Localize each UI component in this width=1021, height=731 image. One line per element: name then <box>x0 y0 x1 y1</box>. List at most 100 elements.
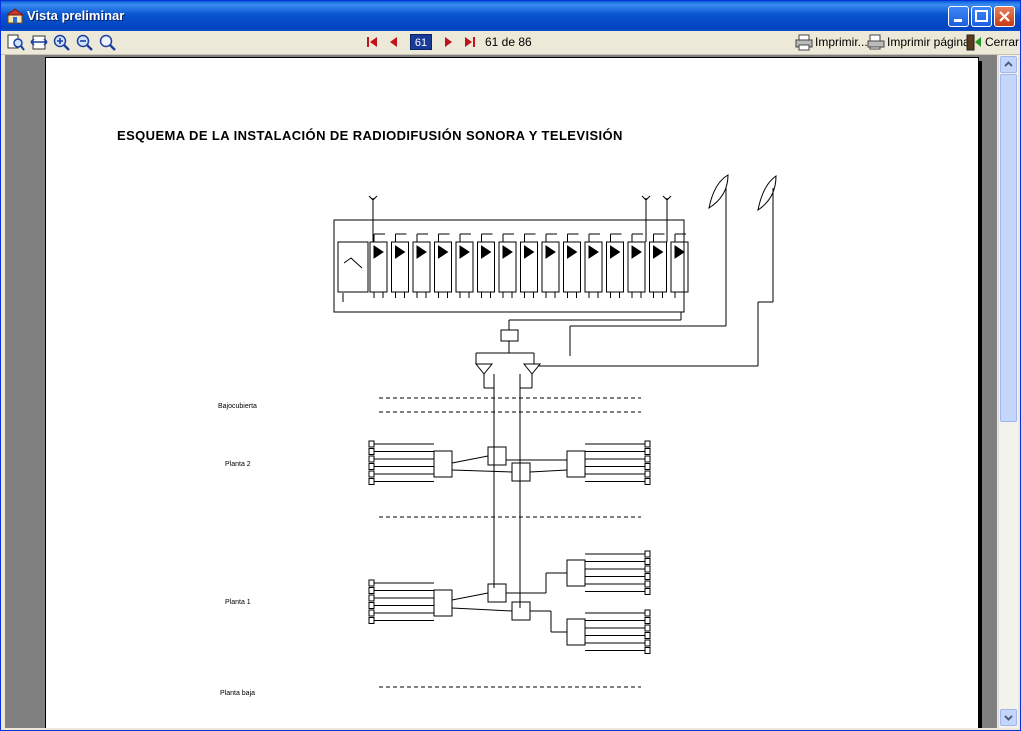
minimize-icon <box>954 19 962 22</box>
outlet <box>368 609 375 617</box>
outlet <box>644 463 651 470</box>
outlet <box>368 448 375 455</box>
distributor-p2-left <box>433 450 453 478</box>
outlet <box>644 647 651 654</box>
preview-app-icon <box>7 8 23 24</box>
distributor-p1-right-lower <box>566 618 586 646</box>
outlet <box>368 440 375 448</box>
window-title: Vista preliminar <box>27 8 125 23</box>
amp-triangle <box>567 245 578 259</box>
printer-icon[interactable] <box>795 34 813 51</box>
amp-triangle <box>588 245 599 259</box>
amp-triangle <box>438 245 449 259</box>
title-bar[interactable]: Vista preliminar <box>1 1 1020 31</box>
mixer <box>500 329 519 342</box>
outlet <box>644 580 651 588</box>
page-width-icon[interactable] <box>30 34 48 51</box>
print-page-icon[interactable] <box>867 34 885 51</box>
zoom-out-icon[interactable] <box>76 34 94 51</box>
distributor-p1-left <box>433 589 453 617</box>
outlet <box>368 602 375 609</box>
amp-triangle <box>631 245 642 259</box>
outlet <box>644 588 651 595</box>
outlet <box>368 617 375 624</box>
tap-p1-b <box>511 601 531 621</box>
zoom-in-icon[interactable] <box>53 34 71 51</box>
outlet <box>644 573 651 580</box>
amp-triangle <box>416 245 427 259</box>
amp-triangle <box>653 245 664 259</box>
floor-label-planta-1: Planta 1 <box>225 599 251 606</box>
outlet <box>644 455 651 463</box>
tap-p1-a <box>487 583 507 603</box>
page-shadow <box>978 61 982 728</box>
outlet <box>644 639 651 647</box>
zoom-100-icon[interactable] <box>99 34 117 51</box>
outlet <box>368 463 375 470</box>
amp-module <box>670 241 689 293</box>
page-number-input[interactable]: 61 <box>410 34 432 50</box>
amp-module <box>412 241 431 293</box>
vertical-scrollbar[interactable] <box>998 55 1018 728</box>
amp-triangle <box>524 245 535 259</box>
close-icon <box>999 11 1010 22</box>
outlet <box>644 550 651 558</box>
close-window-button[interactable] <box>994 6 1015 27</box>
outlet <box>644 565 651 573</box>
amp-module <box>498 241 517 293</box>
floor-label-bajocubierta: Bajocubierta <box>218 403 257 410</box>
amp-module <box>520 241 538 293</box>
scroll-up-button[interactable] <box>1000 56 1017 73</box>
power-supply-module <box>337 241 369 293</box>
outlet <box>644 470 651 478</box>
amp-triangle <box>459 245 470 259</box>
amp-module <box>649 241 667 293</box>
close-preview-button[interactable]: Cerrar <box>985 35 1020 49</box>
amp-module <box>627 241 646 293</box>
exit-icon[interactable] <box>965 34 983 51</box>
amp-module <box>434 241 452 293</box>
amp-triangle <box>481 245 492 259</box>
preview-toolbar <box>1 31 1020 55</box>
outlet <box>644 617 651 624</box>
amp-module <box>563 241 581 293</box>
page-count: 61 de 86 <box>485 35 532 49</box>
amp-module <box>455 241 474 293</box>
outlet <box>644 624 651 632</box>
print-page-button[interactable]: Imprimir página <box>887 35 970 49</box>
next-page-icon[interactable] <box>441 34 455 50</box>
scroll-thumb[interactable] <box>1000 74 1017 422</box>
page-fit-icon[interactable] <box>7 34 25 51</box>
chevron-down-icon <box>1004 715 1013 721</box>
head-end-enclosure <box>333 219 685 313</box>
rtv-installation-schematic <box>333 174 777 688</box>
preview-viewport[interactable]: ESQUEMA DE LA INSTALACIÓN DE RADIODIFUSI… <box>5 55 997 728</box>
amp-triangle <box>674 245 685 259</box>
outlet <box>368 470 375 478</box>
first-page-icon[interactable] <box>365 34 379 50</box>
minimize-button[interactable] <box>948 6 969 27</box>
splitter-2 <box>522 363 542 375</box>
amp-module <box>369 241 388 293</box>
outlet <box>644 558 651 565</box>
outlet <box>644 440 651 448</box>
print-button[interactable]: Imprimir... <box>815 35 868 49</box>
amp-module <box>391 241 409 293</box>
satellite-dish-1 <box>708 174 729 210</box>
maximize-icon <box>975 10 988 22</box>
previous-page-icon[interactable] <box>387 34 401 50</box>
amp-triangle <box>395 245 406 259</box>
amp-triangle <box>373 245 384 259</box>
amp-triangle <box>610 245 621 259</box>
scroll-down-button[interactable] <box>1000 709 1017 726</box>
outlet <box>644 609 651 617</box>
outlet <box>368 478 375 485</box>
last-page-icon[interactable] <box>463 34 477 50</box>
distributor-p1-right-upper <box>566 559 586 587</box>
outlet <box>368 594 375 602</box>
amp-module <box>606 241 624 293</box>
maximize-button[interactable] <box>971 6 992 27</box>
distributor-p2-right <box>566 450 586 478</box>
amplifier-modules <box>369 233 689 298</box>
